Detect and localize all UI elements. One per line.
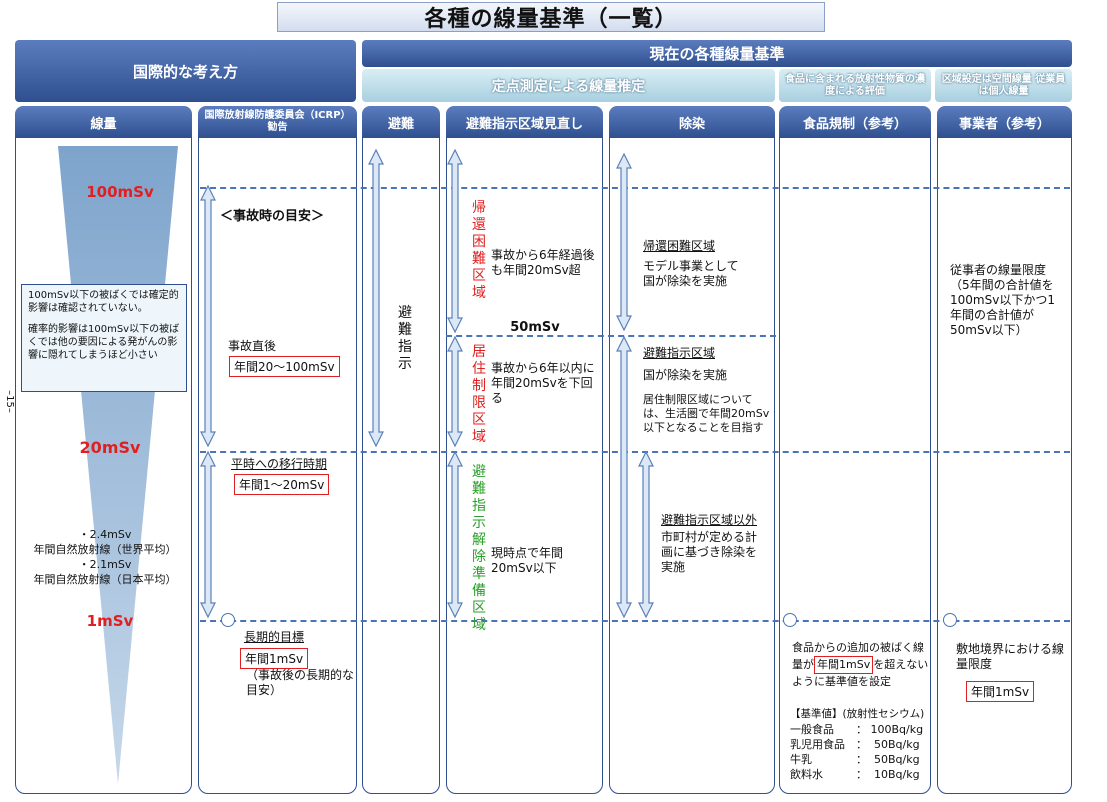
label-20msv: 20mSv: [79, 438, 141, 457]
operator-boundary: 敷地境界における線量限度: [956, 642, 1065, 671]
food-desc-value: 年間1mSv: [814, 656, 874, 674]
arrow-decon-zone2: [616, 335, 632, 619]
review-zone1-label: 帰還困難区域: [472, 200, 486, 301]
header-fixed-point: 定点測定による線量推定: [362, 69, 775, 102]
natural-japan-value: ・2.1mSv: [78, 558, 132, 571]
decon-zone2-desc: 国が除染を実施: [643, 368, 728, 382]
arrow-review-zone2: [447, 335, 463, 448]
evacuation-order-label: 避難指示: [398, 305, 412, 372]
label-1msv: 1mSv: [86, 612, 134, 630]
column-head-evacuation: 避難: [362, 106, 440, 138]
dose-note-deterministic: 100mSv以下の被ばくでは確定的影響は確認されていない。: [28, 290, 179, 314]
column-head-operator: 事業者（参考）: [937, 106, 1072, 138]
dose-note-stochastic: 確率的影響は100mSv以下の被ばくでは他の要因による発がんの影響に隠れてしまう…: [28, 324, 180, 361]
icrp-immediate-label: 事故直後: [228, 339, 277, 353]
decon-zone3-desc: 市町村が定める計画に基づき除染を実施: [661, 530, 758, 574]
dose-note-box: 100mSv以下の被ばくでは確定的影響は確認されていない。 確率的影響は100m…: [21, 284, 187, 392]
review-zone2-label: 居住制限区域: [472, 344, 486, 445]
header-area-setting: 区域設定は空間線量 従業員は個人線量: [935, 69, 1072, 102]
icrp-1msv-marker: [221, 613, 235, 627]
column-review: [446, 106, 603, 794]
header-international: 国際的な考え方: [15, 40, 356, 102]
column-food: [779, 106, 931, 794]
column-head-dose: 線量: [15, 106, 192, 138]
label-50msv: 50mSv: [510, 320, 560, 335]
icrp-longterm-value: 年間1mSv: [240, 648, 309, 669]
label-100msv: 100mSv: [86, 183, 154, 201]
icrp-longterm-note: （事故後の長期的な目安）: [246, 668, 355, 697]
icrp-accident-guide: ＜事故時の目安＞: [220, 209, 325, 224]
column-head-icrp: 国際放射線防護委員会（ICRP）勧告: [198, 106, 357, 138]
line-100msv: [200, 187, 1070, 189]
column-head-review: 避難指示区域見直し: [446, 106, 603, 138]
operator-boundary-value: 年間1mSv: [966, 681, 1035, 702]
column-head-decontamination: 除染: [609, 106, 775, 138]
header-food-eval: 食品に含まれる放射性物質の濃度による評価: [779, 69, 931, 102]
line-1msv: [200, 620, 1070, 622]
operator-worker-limit: 従事者の線量限度（5年間の合計値を100mSv以下かつ1年間の合計値が50mSv…: [950, 263, 1055, 337]
natural-japan-label: 年間自然放射線（日本平均）: [33, 573, 177, 586]
column-head-food: 食品規制（参考）: [779, 106, 931, 138]
food-desc-pre: 食品からの追加の被ばく線量が: [792, 641, 924, 671]
arrow-review-zone3: [447, 450, 463, 619]
decon-zone2-note: 居住制限区域については、生活圏で年間20mSv以下となることを目指す: [643, 393, 770, 434]
line-50msv: [446, 335, 776, 337]
review-zone2-desc: 事故から6年以内に年間20mSvを下回る: [491, 361, 595, 405]
column-icrp: [198, 106, 357, 794]
food-1msv-marker: [783, 613, 797, 627]
food-row: 牛乳： 50Bq/kg: [790, 753, 920, 766]
food-row: 飲料水： 10Bq/kg: [790, 768, 920, 781]
icrp-longterm-label: 長期的目標: [244, 630, 305, 644]
column-decontamination: [609, 106, 775, 794]
arrow-decon-zone1: [616, 152, 632, 332]
arrow-evacuation: [368, 148, 384, 448]
arrow-review-zone1: [447, 148, 463, 334]
food-standard-table: 一般食品： 100Bq/kg 乳児用食品： 50Bq/kg 牛乳： 50Bq/k…: [790, 722, 930, 782]
column-operator: [937, 106, 1072, 794]
page-title: 各種の線量基準（一覧）: [277, 2, 825, 32]
icrp-immediate-range: 年間20～100mSv: [229, 356, 340, 377]
natural-world-value: ・2.4mSv: [78, 528, 132, 541]
icrp-transition-range: 年間1～20mSv: [234, 474, 330, 495]
food-desc-post: を超えないように基準値を設定: [792, 658, 929, 688]
food-row: 乳児用食品： 50Bq/kg: [790, 738, 920, 751]
natural-world-label: 年間自然放射線（世界平均）: [33, 543, 177, 556]
food-standard-title: 【基準値】(放射性セシウム): [790, 708, 925, 720]
decon-zone3-title: 避難指示区域以外: [661, 513, 758, 527]
natural-radiation: ・2.4mSv 年間自然放射線（世界平均） ・2.1mSv 年間自然放射線（日本…: [18, 527, 192, 587]
arrow-icrp-transition: [200, 450, 216, 619]
decon-zone1-desc: モデル事業として国が除染を実施: [643, 259, 739, 288]
arrow-icrp-immediate: [200, 184, 216, 448]
food-row: 一般食品： 100Bq/kg: [790, 723, 924, 736]
line-20msv: [200, 451, 1070, 453]
icrp-transition-label: 平時への移行時期: [231, 457, 328, 471]
operator-1msv-marker: [943, 613, 957, 627]
decon-zone1-title: 帰還困難区域: [643, 239, 716, 253]
review-zone3-desc: 現時点で年間20mSv以下: [491, 546, 564, 575]
arrow-decon-zone3: [638, 450, 654, 619]
review-zone1-desc: 事故から6年経過後も年間20mSv超: [491, 248, 595, 277]
review-zone3-label: 避難指示解除準備区域: [472, 464, 486, 633]
decon-zone2-title: 避難指示区域: [643, 346, 716, 360]
header-current-standards: 現在の各種線量基準: [362, 40, 1072, 67]
